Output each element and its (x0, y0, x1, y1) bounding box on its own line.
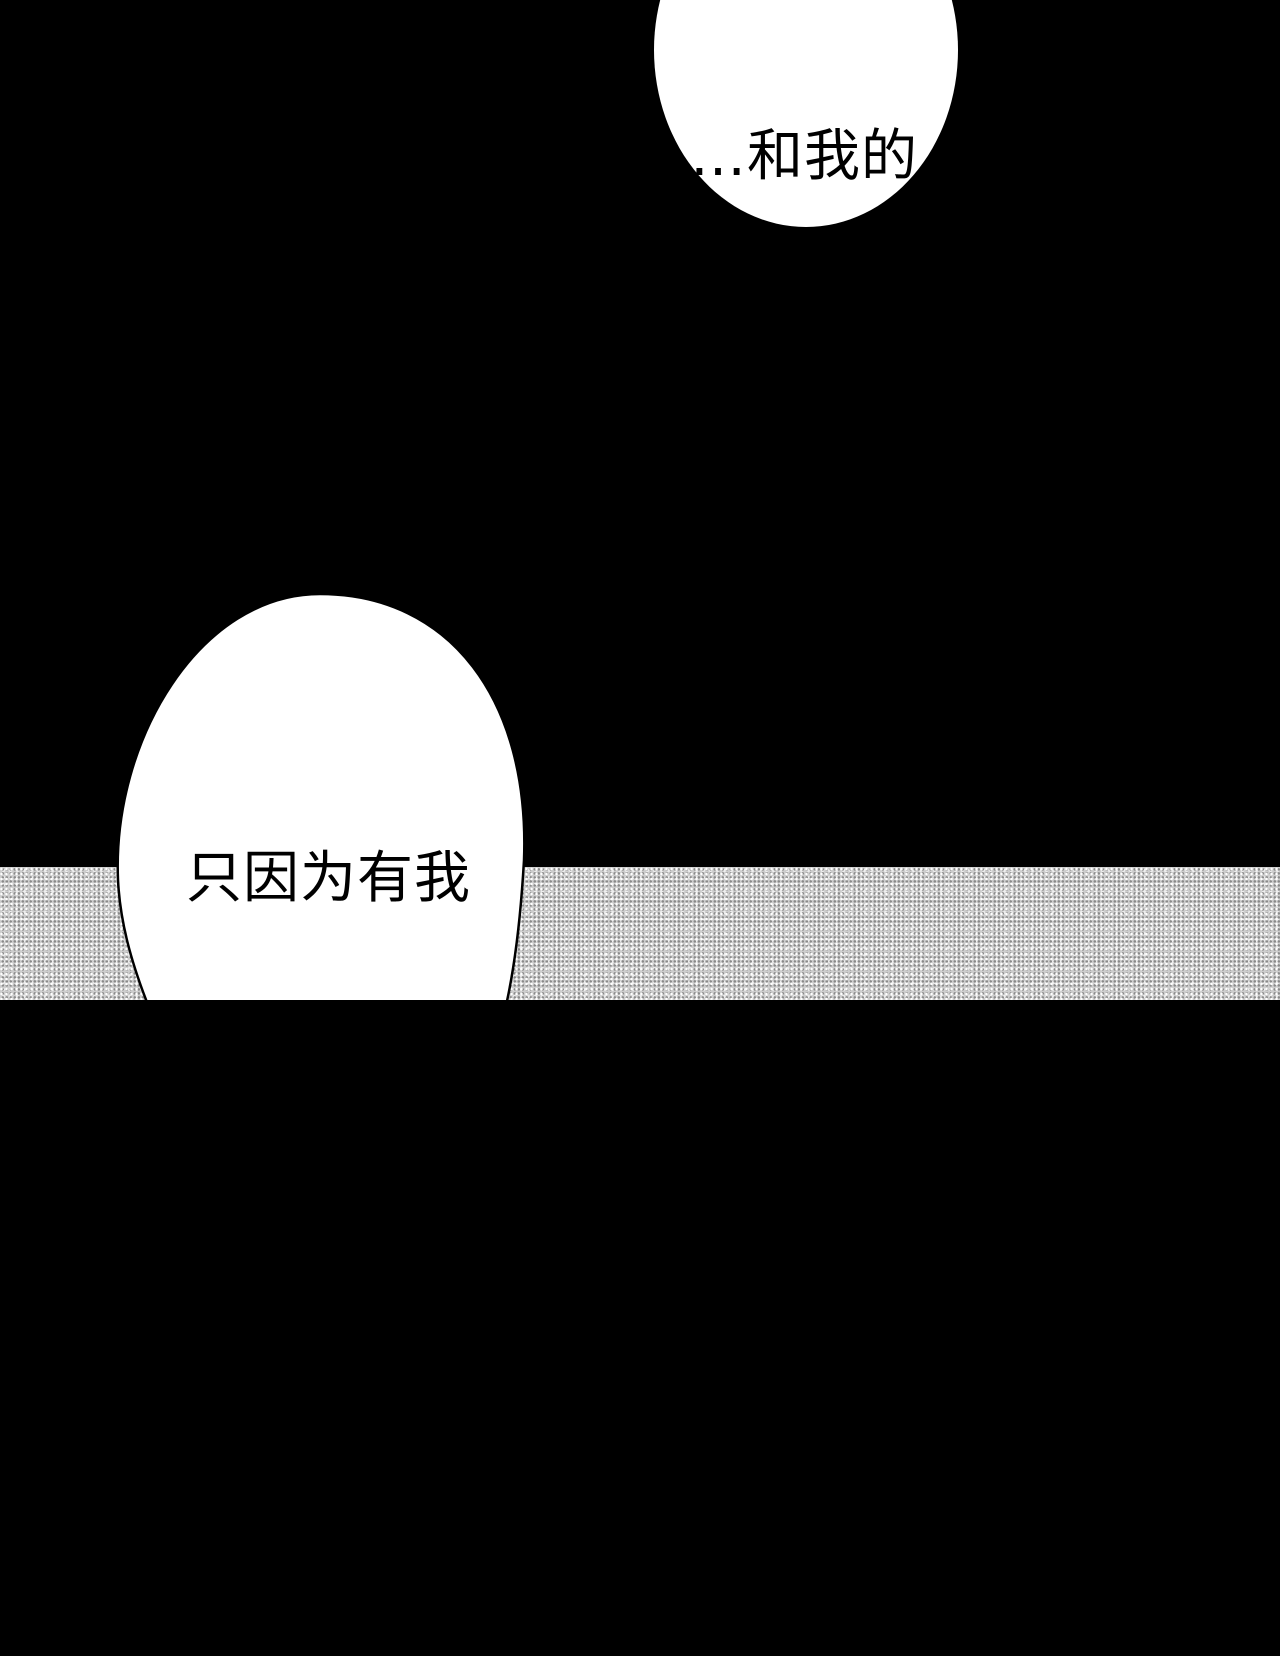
speech-bubbles (116, 0, 958, 1000)
speech-bubble-top (654, 0, 958, 227)
speech-line: …和我的 (690, 124, 918, 189)
speech-line: 发信人。 (690, 346, 918, 411)
speech-line: 只因为有我 (186, 846, 471, 911)
speech-line: 这么一个 (186, 1068, 414, 1133)
speech-text-top: …和我的 发信人。 (690, 0, 918, 490)
speech-line: 怪物般的 (186, 1290, 414, 1355)
speech-line: 姐姐， (186, 1512, 357, 1577)
speech-bubble-bottom (116, 592, 526, 1000)
speech-text-bottom: 只因为有我 这么一个 怪物般的 姐姐， (186, 694, 471, 1656)
